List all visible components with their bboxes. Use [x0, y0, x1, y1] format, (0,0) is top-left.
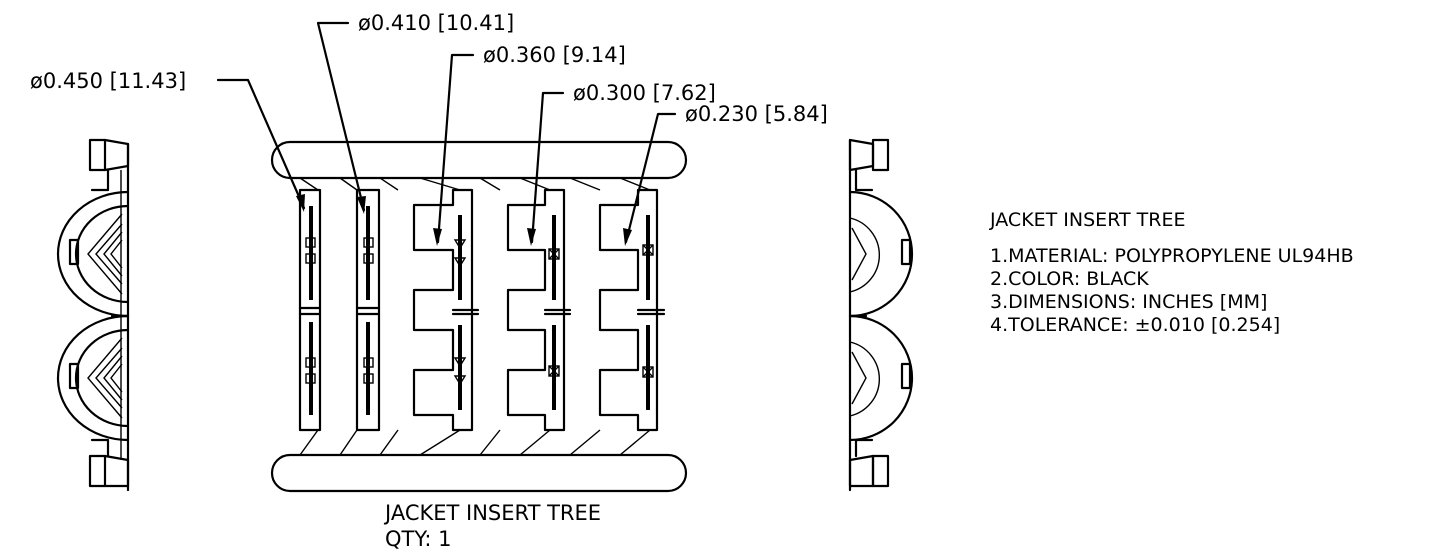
- arrowhead-0-300: [527, 228, 536, 246]
- front-view-tree: [270, 140, 688, 493]
- leader-line-0-450: [216, 78, 306, 210]
- right-side-view: [848, 138, 914, 492]
- notes-title: JACKET INSERT TREE: [989, 209, 1185, 231]
- leader-line-0-300: [530, 91, 565, 244]
- insert-0-450: [298, 188, 322, 432]
- arrowhead-0-230: [623, 228, 632, 246]
- callout-diameter-0-230: ø0.230 [5.84]: [685, 102, 828, 126]
- insert-0-360: [412, 188, 480, 432]
- arrowhead-0-360: [433, 228, 442, 246]
- caption-qty: QTY: 1: [385, 527, 452, 551]
- left-side-view: [56, 138, 130, 492]
- insert-0-300: [506, 188, 572, 432]
- caption-title: JACKET INSERT TREE: [383, 501, 601, 525]
- insert-0-410: [355, 188, 381, 432]
- callout-diameter-0-300: ø0.300 [7.62]: [573, 81, 716, 105]
- insert-0-230: [598, 188, 666, 432]
- note-tolerance: 4.TOLERANCE: ±0.010 [0.254]: [990, 314, 1280, 336]
- leader-line-0-230: [624, 112, 677, 244]
- leader-line-0-410: [316, 21, 366, 212]
- note-dimensions: 3.DIMENSIONS: INCHES [MM]: [990, 291, 1267, 313]
- leader-lines: [216, 21, 677, 246]
- arrowhead-0-410: [357, 196, 366, 214]
- callout-diameter-0-450: ø0.450 [11.43]: [30, 69, 186, 93]
- leader-line-0-360: [436, 53, 475, 244]
- note-material: 1.MATERIAL: POLYPROPYLENE UL94HB: [990, 245, 1354, 267]
- callout-diameter-0-360: ø0.360 [9.14]: [483, 43, 626, 67]
- note-color: 2.COLOR: BLACK: [990, 268, 1149, 290]
- callout-diameter-0-410: ø0.410 [10.41]: [358, 11, 514, 35]
